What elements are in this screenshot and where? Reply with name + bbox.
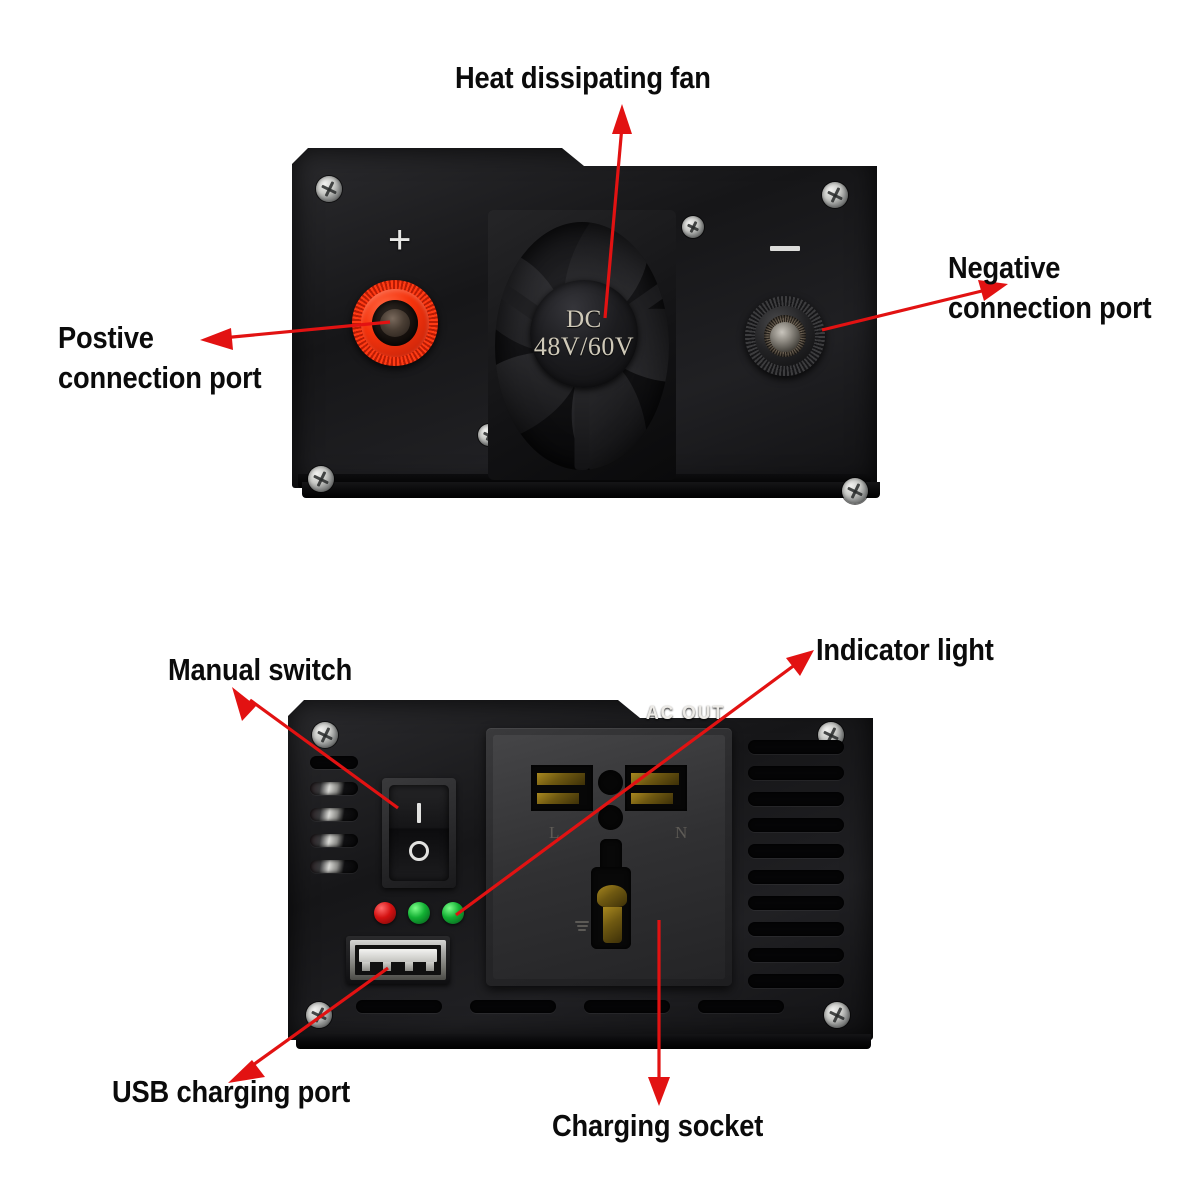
negative-polarity-mark [770,246,800,251]
vent-right-5 [748,844,844,858]
usb-charging-port[interactable] [346,936,450,984]
screw-top-left [316,176,342,202]
vent-right-1 [748,740,844,754]
vent-left-2 [310,782,358,795]
negative-port-hole [770,322,800,352]
socket-label-live: L [549,823,560,842]
vent-right-2 [748,766,844,780]
socket-round-hole-lower [598,805,623,830]
switch-off-symbol [409,841,429,861]
arrow-indicator-light [455,650,814,917]
socket-earth-pin [603,907,622,943]
usb-pins [362,962,434,971]
vent-right-10 [748,974,844,988]
callout-indicator-light: Indicator light [816,632,994,667]
fan-hub: DC 48V/60V [530,280,638,388]
arrow-manual-switch [232,687,399,810]
vent-left-4 [310,834,358,847]
top-panel-base-edge [302,482,880,498]
fan-hub-label-dc: DC [566,306,602,334]
switch-on-symbol [417,803,421,823]
fan-housing: DC 48V/60V [488,210,676,480]
bottom-panel-base-edge [296,1034,871,1049]
charging-socket[interactable]: L N [486,728,732,986]
socket-earth-contact [597,885,627,907]
screw-fan-upper [682,216,704,238]
fan-hub-label-voltage: 48V/60V [533,332,635,362]
callout-manual-switch: Manual switch [168,652,353,687]
callout-charging-socket: Charging socket [552,1108,764,1143]
vent-bottom-3 [584,1000,670,1013]
usb-shell [350,940,446,980]
usb-cavity [355,945,441,975]
socket-contact-neutral-lower [631,793,673,804]
vent-bottom-2 [470,1000,556,1013]
socket-earth-aperture-top [600,839,622,875]
manual-switch-rocker[interactable] [389,785,449,881]
arrow-heat-dissipating-fan [603,104,632,319]
vent-right-7 [748,896,844,910]
screw-bottom-left [308,466,334,492]
dc-input-panel: + DC 48V/60V [292,148,882,548]
vent-left-3 [310,808,358,821]
arrow-negative-connection-port [821,280,1008,332]
indicator-light-green-1 [408,902,430,924]
vent-right-8 [748,922,844,936]
earth-symbol-icon [575,921,589,933]
callout-usb-charging-port: USB charging port [112,1074,350,1109]
indicator-light-green-2 [442,902,464,924]
screw-top-left [312,722,338,748]
vent-right-6 [748,870,844,884]
positive-polarity-mark: + [388,218,412,262]
arrow-charging-socket [648,920,670,1106]
vent-right-9 [748,948,844,962]
arrow-postive-connection-port [200,320,391,350]
vent-left-5 [310,860,358,873]
screw-bottom-right [824,1002,850,1028]
ac-out-label: AC OUT [646,703,726,724]
socket-contact-live-lower [537,793,579,804]
vent-bottom-4 [698,1000,784,1013]
arrow-usb-charging-port [228,966,389,1083]
socket-round-hole-upper [598,770,623,795]
manual-switch[interactable] [382,778,456,888]
socket-face: L N [493,735,725,979]
socket-contact-live-upper [537,773,585,785]
screw-top-right [822,182,848,208]
vent-bottom-1 [356,1000,442,1013]
screw-bottom-right [842,478,868,504]
socket-label-neutral: N [675,823,688,842]
negative-connection-port[interactable] [745,296,825,376]
usb-tongue [359,949,437,962]
callout-heat-dissipating-fan: Heat dissipating fan [455,60,711,95]
callout-postive-connection-port: Postive connection port [58,320,262,395]
indicator-light-red [374,902,396,924]
callout-negative-connection-port: Negative connection port [948,250,1152,325]
ac-output-panel: AC OUT [288,700,878,1080]
vent-right-3 [748,792,844,806]
vent-right-4 [748,818,844,832]
